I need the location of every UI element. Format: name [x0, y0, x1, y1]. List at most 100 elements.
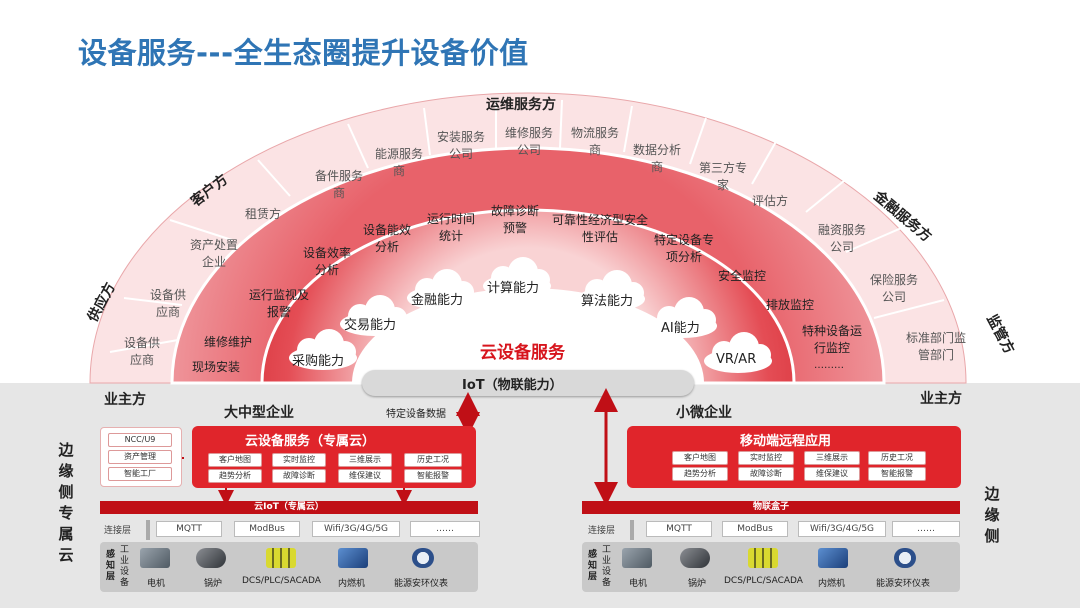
protocol-item: Wifi/3G/4G/5G [312, 521, 400, 537]
left-owner-label: 业主方 [104, 392, 146, 408]
system-item: 资产管理 [108, 450, 172, 464]
feature-item: 维保建议 [338, 469, 392, 483]
ops-provider-label: 运维服务方 [486, 97, 556, 113]
feature-item: 客户地图 [672, 451, 728, 465]
device-label: 电机 [147, 579, 166, 589]
protocol-item: MQTT [646, 521, 712, 537]
device-label: DCS/PLC/SACADA [724, 576, 803, 586]
feature-item: 三维展示 [804, 451, 860, 465]
cloud-label: AI能力 [661, 321, 700, 336]
conn-layer-label: 连接层 [588, 526, 616, 536]
meter-icon [412, 548, 434, 568]
device-label: DCS/PLC/SACADA [242, 576, 321, 586]
cloud-iot-bar: 云IoT（专属云） [100, 501, 478, 514]
protocol-item: …… [410, 521, 480, 537]
middle-item: 运行监视及报警 [248, 288, 309, 319]
outer-item: 设备供应商 [149, 288, 186, 319]
engine-icon [818, 548, 848, 568]
outer-item: 资产处置企业 [189, 238, 238, 269]
feature-item: 历史工况 [404, 453, 462, 467]
engine-icon [338, 548, 368, 568]
devices-label: 工业设备 [602, 545, 612, 588]
outer-dividers [109, 99, 945, 353]
dedicated-cloud-title: 云设备服务（专属云） [245, 434, 376, 449]
middle-item: 特种设备运行监控 [801, 324, 862, 355]
system-item: NCC/U9 [108, 433, 172, 447]
specific-data-label: 特定设备数据 [386, 409, 446, 420]
outer-item: 保险服务公司 [869, 273, 918, 304]
center-dome [352, 288, 704, 383]
protocol-item: Wifi/3G/4G/5G [798, 521, 886, 537]
feature-item: 历史工况 [868, 451, 926, 465]
sense-layer-label: 感知层 [588, 550, 598, 582]
device-label: 能源安环仪表 [876, 579, 931, 589]
outer-item: 安装服务公司 [436, 130, 485, 161]
outer-item: 第三方专家 [698, 161, 747, 192]
right-side-label: 边缘侧 [984, 485, 1000, 545]
middle-item: 运行时间统计 [426, 212, 475, 243]
iot-box-bar: 物联盒子 [582, 501, 960, 514]
cloud-label: 交易能力 [344, 318, 397, 333]
left-side-label: 边缘侧专属云 [58, 441, 74, 564]
middle-item: 排放监控 [766, 298, 815, 312]
cloud-label: 金融能力 [411, 293, 464, 308]
cloud-label: VR/AR [716, 352, 757, 367]
protocol-item: ModBus [722, 521, 788, 537]
feature-item: 实时监控 [272, 453, 326, 467]
feature-item: 实时监控 [738, 451, 794, 465]
page-title: 设备服务---全生态圈提升设备价值 [78, 36, 529, 70]
outer-item: 标准部门监管部门 [905, 331, 966, 362]
outer-item: 设备供应商 [123, 336, 160, 367]
feature-item: 趋势分析 [208, 469, 262, 483]
sense-layer-label: 感知层 [106, 550, 116, 582]
devices-label: 工业设备 [120, 545, 130, 588]
feature-item: 客户地图 [208, 453, 262, 467]
outer-item: 数据分析商 [632, 143, 681, 174]
motor-icon [622, 548, 652, 568]
motor-icon [140, 548, 170, 568]
middle-item: 特定设备专项分析 [653, 233, 714, 264]
cloud-service-center: 云设备服务 [480, 343, 565, 363]
device-label: 电机 [629, 579, 648, 589]
feature-item: 故障诊断 [738, 467, 794, 481]
outer-item: 能源服务商 [374, 147, 423, 178]
dcs-plc-icon [748, 548, 778, 568]
middle-item: ……… [814, 360, 844, 371]
protocol-item: …… [892, 521, 960, 537]
cloud-label: 算法能力 [581, 294, 634, 309]
feature-item: 智能报警 [868, 467, 926, 481]
cloud-label: 计算能力 [487, 281, 540, 296]
large-enterprise-title: 大中型企业 [224, 405, 294, 421]
conn-layer-label: 连接层 [104, 526, 132, 536]
dcs-plc-icon [266, 548, 296, 568]
outer-item: 物流服务商 [570, 126, 619, 157]
middle-item: 可靠性经济型安全性评估 [552, 213, 649, 244]
device-label: 能源安环仪表 [394, 579, 449, 589]
feature-item: 故障诊断 [272, 469, 326, 483]
cloud-label: 采购能力 [292, 354, 345, 369]
device-label: 内燃机 [338, 579, 366, 589]
device-label: 内燃机 [818, 579, 846, 589]
mobile-app-title: 移动端远程应用 [740, 434, 832, 449]
boiler-icon [680, 548, 710, 568]
small-enterprise-title: 小微企业 [676, 405, 732, 421]
right-owner-label: 业主方 [920, 391, 962, 407]
feature-item: 三维展示 [338, 453, 392, 467]
outer-item: 评估方 [752, 194, 789, 208]
iot-capability-label: IoT（物联能力） [462, 378, 563, 393]
boiler-icon [196, 548, 226, 568]
middle-item: 现场安装 [192, 360, 241, 374]
middle-item: 设备效率分析 [302, 246, 351, 277]
protocol-item: MQTT [156, 521, 222, 537]
outer-item: 融资服务公司 [817, 223, 866, 254]
feature-item: 趋势分析 [672, 467, 728, 481]
device-label: 锅炉 [204, 579, 223, 589]
middle-item: 故障诊断预警 [490, 204, 539, 235]
outer-item: 维修服务公司 [504, 126, 553, 157]
middle-item: 安全监控 [718, 269, 767, 283]
protocol-item: ModBus [234, 521, 300, 537]
feature-item: 智能报警 [404, 469, 462, 483]
device-label: 锅炉 [688, 579, 707, 589]
